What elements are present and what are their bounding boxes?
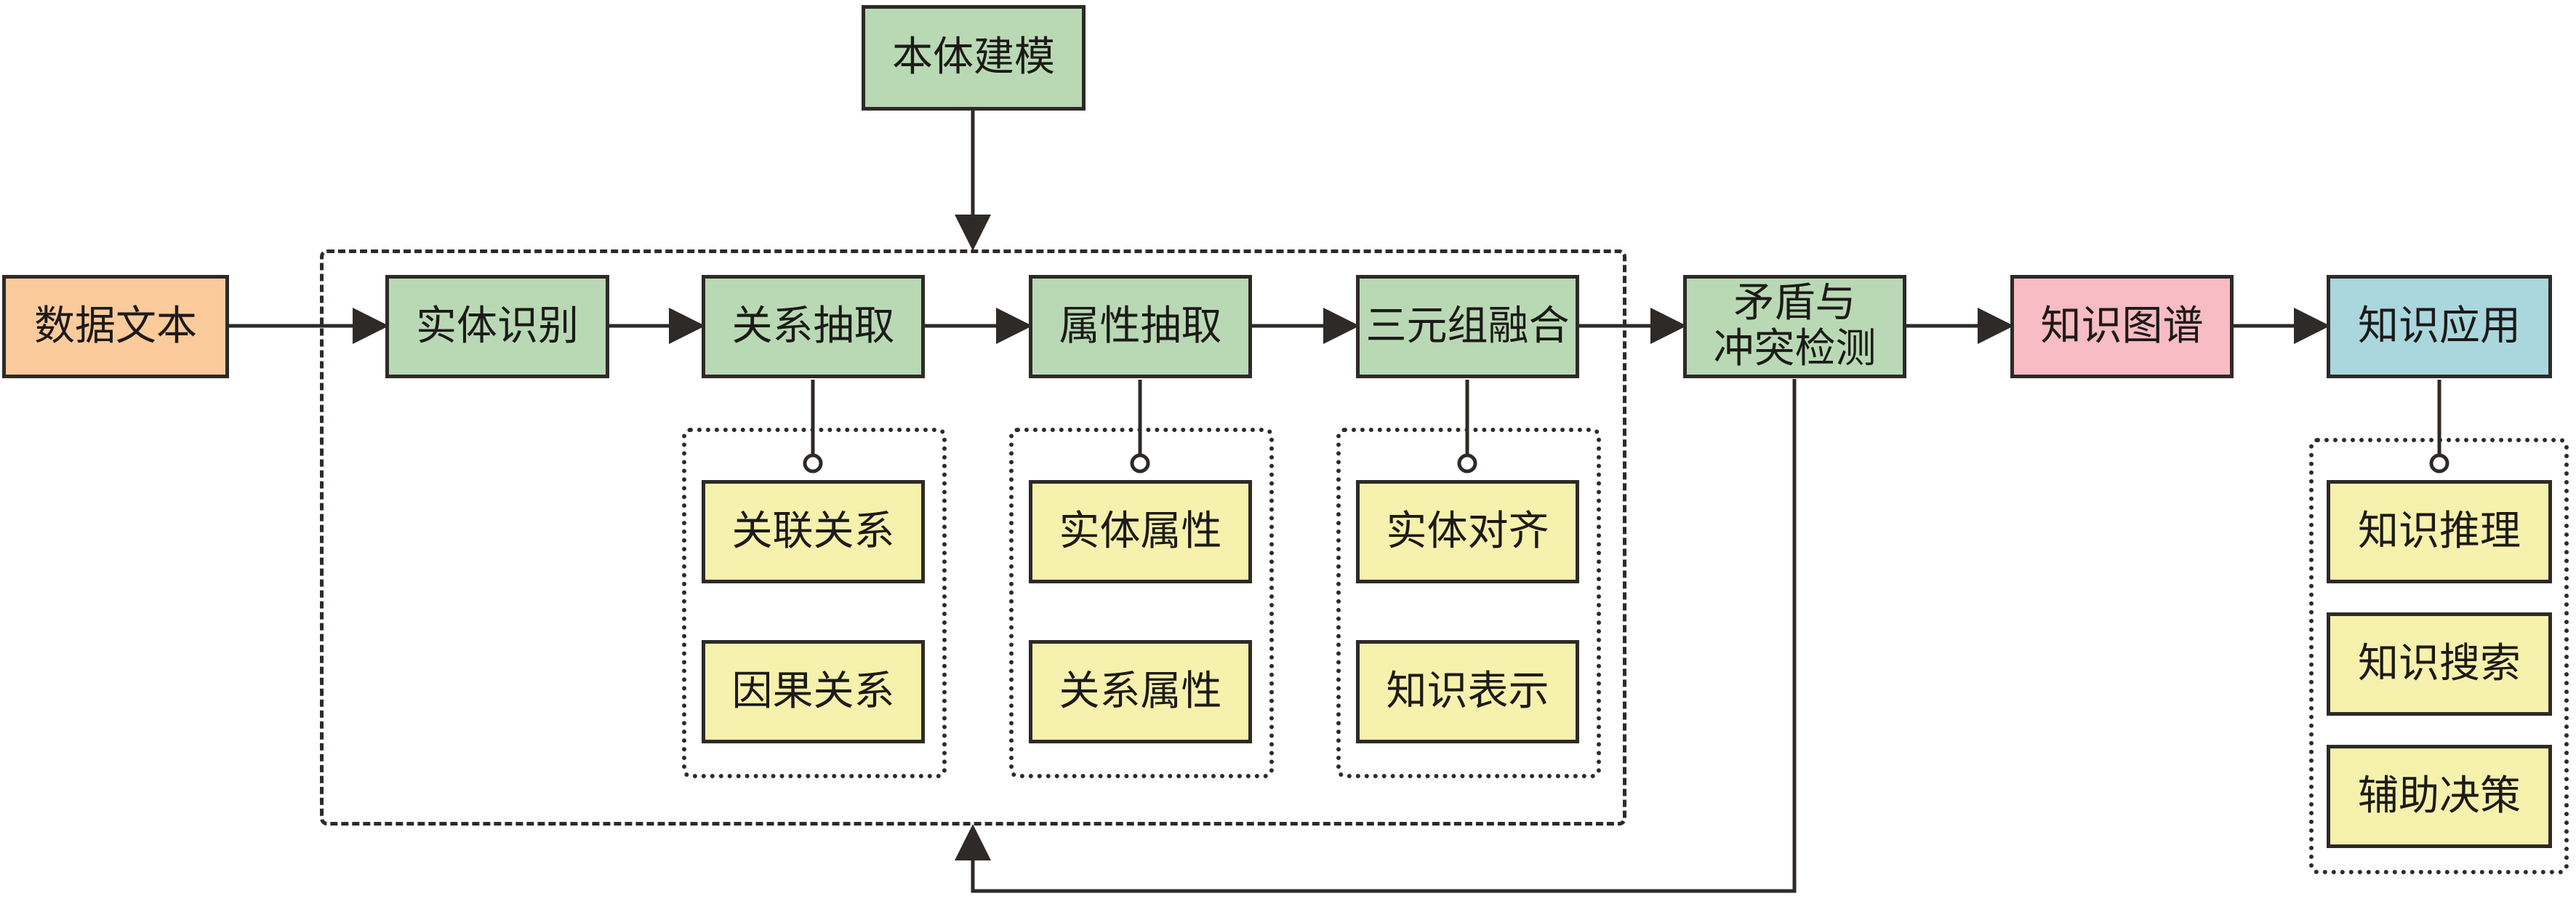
item-relation-attribute: 关系属性 [1029, 640, 1252, 743]
conflict-detection-line-2: 冲突检测 [1713, 325, 1877, 372]
connector-dot-attribute [1130, 453, 1150, 474]
fusion-items-group [1336, 428, 1601, 778]
node-knowledge-application: 知识应用 [2327, 275, 2552, 378]
item-entity-alignment: 实体对齐 [1356, 480, 1579, 583]
item-association-relation: 关联关系 [702, 480, 925, 583]
application-items-group [2309, 438, 2569, 874]
connector-dot-fusion [1457, 453, 1477, 474]
node-entity-recognition: 实体识别 [385, 275, 609, 378]
item-knowledge-search: 知识搜索 [2327, 612, 2552, 716]
node-attribute-extraction: 属性抽取 [1029, 275, 1252, 378]
item-entity-attribute: 实体属性 [1029, 480, 1252, 583]
node-triple-fusion: 三元组融合 [1356, 275, 1579, 378]
node-ontology: 本体建模 [862, 5, 1086, 111]
node-relation-extraction: 关系抽取 [702, 275, 925, 378]
item-knowledge-representation: 知识表示 [1356, 640, 1579, 743]
node-conflict-detection: 矛盾与 冲突检测 [1683, 275, 1906, 378]
node-data-text: 数据文本 [2, 275, 229, 378]
item-decision-support: 辅助决策 [2327, 745, 2552, 848]
feedback-arrow [955, 379, 1797, 893]
relation-items-group [682, 428, 947, 778]
item-knowledge-reasoning: 知识推理 [2327, 480, 2552, 583]
connector-dot-relation [803, 453, 823, 474]
attribute-items-group [1009, 428, 1274, 778]
conflict-detection-line-1: 矛盾与 [1733, 279, 1856, 327]
extraction-pipeline-group [320, 249, 1626, 826]
node-knowledge-graph: 知识图谱 [2010, 275, 2234, 378]
item-causal-relation: 因果关系 [702, 640, 925, 743]
connector-dot-application [2429, 453, 2449, 474]
